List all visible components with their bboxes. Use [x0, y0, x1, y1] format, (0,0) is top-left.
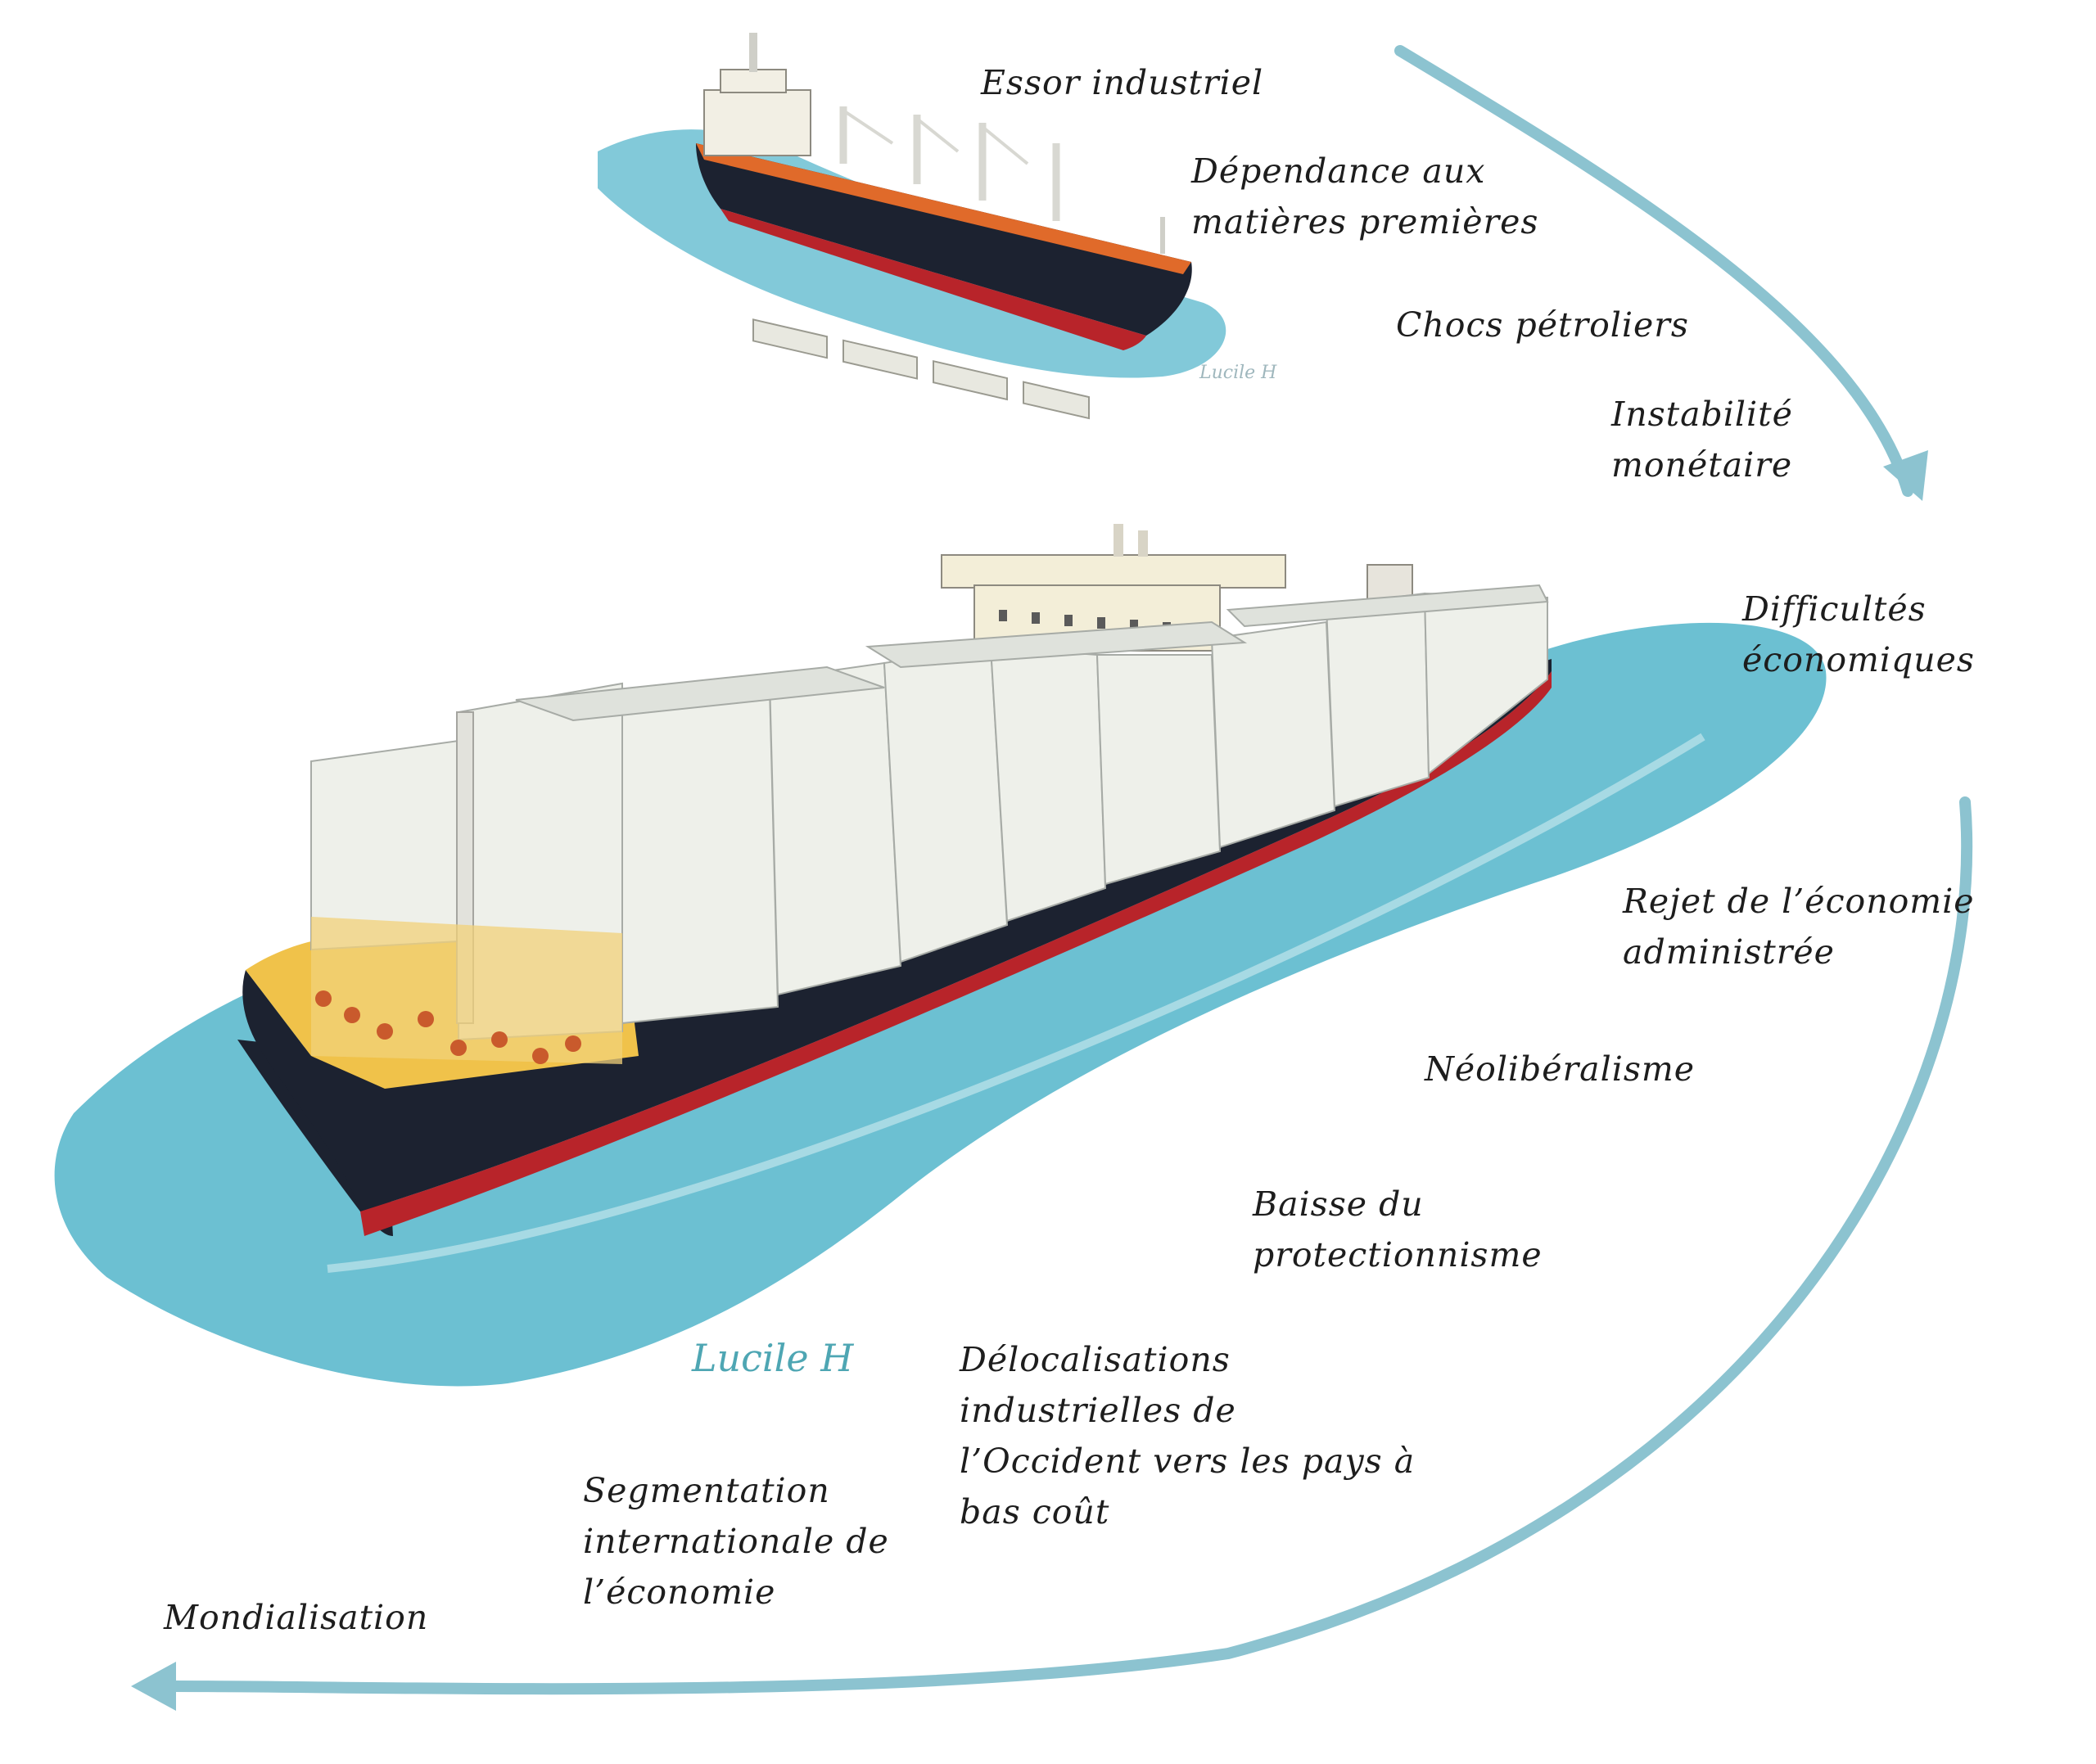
label-segmentation: Segmentation internationale de l’économi…	[583, 1465, 889, 1617]
label-essor-industriel: Essor industriel	[981, 63, 1264, 102]
large-ship: Lucile H	[54, 524, 1827, 1387]
label-delocalisations-line3: l’Occident vers les pays à	[960, 1441, 1416, 1481]
small-ship-bridge	[703, 89, 811, 156]
label-instabilite: Instabilité monétaire	[1611, 389, 1793, 490]
label-dependance-line1: Dépendance aux	[1191, 151, 1486, 191]
label-neoliberalisme: Néolibéralisme	[1425, 1049, 1696, 1089]
label-delocalisations-line1: Délocalisations	[960, 1340, 1231, 1379]
label-segmentation-line3: l’économie	[583, 1572, 776, 1612]
label-mondialisation: Mondialisation	[164, 1598, 429, 1637]
large-ship-bow	[242, 970, 393, 1236]
label-segmentation-line1: Segmentation	[583, 1471, 830, 1510]
label-delocalisations-line4: bas coût	[960, 1492, 1110, 1532]
label-dependance: Dépendance aux matières premières	[1191, 146, 1538, 247]
small-ship-hull	[696, 143, 1192, 336]
bottom-arrow-head	[131, 1662, 176, 1711]
small-ship-deck	[696, 143, 1191, 274]
label-baisse-line1: Baisse du	[1253, 1184, 1424, 1224]
label-chocs-petroliers: Chocs pétroliers	[1396, 305, 1689, 345]
label-rejet: Rejet de l’économie administrée	[1623, 876, 1975, 977]
label-dependance-line2: matières premières	[1191, 202, 1539, 241]
small-ship: Lucile H	[598, 33, 1277, 420]
label-rejet-line1: Rejet de l’économie	[1623, 882, 1975, 921]
label-difficultes-line1: Difficultés	[1742, 589, 1927, 629]
label-delocalisations-line2: industrielles de	[960, 1391, 1236, 1430]
small-ship-hull-red	[720, 209, 1146, 350]
label-segmentation-line2: internationale de	[583, 1522, 889, 1561]
small-ship-signature: Lucile H	[1199, 363, 1277, 383]
label-rejet-line2: administrée	[1623, 932, 1835, 972]
large-ship-signature: Lucile H	[691, 1336, 854, 1380]
top-arrow-head	[1883, 450, 1928, 501]
bottom-arrow	[166, 796, 1973, 1695]
label-instabilite-line1: Instabilité	[1611, 395, 1793, 434]
large-ship-bridge	[941, 554, 1286, 589]
label-difficultes: Difficultés économiques	[1742, 584, 1975, 685]
label-delocalisations: Délocalisations industrielles de l’Occid…	[960, 1334, 1415, 1537]
label-baisse-line2: protectionnisme	[1253, 1235, 1543, 1275]
label-instabilite-line2: monétaire	[1611, 445, 1793, 485]
label-baisse-protectionnisme: Baisse du protectionnisme	[1253, 1179, 1543, 1280]
top-arrow	[1394, 45, 1913, 497]
label-difficultes-line2: économiques	[1742, 640, 1975, 679]
large-ship-hull-red	[360, 671, 1552, 1236]
